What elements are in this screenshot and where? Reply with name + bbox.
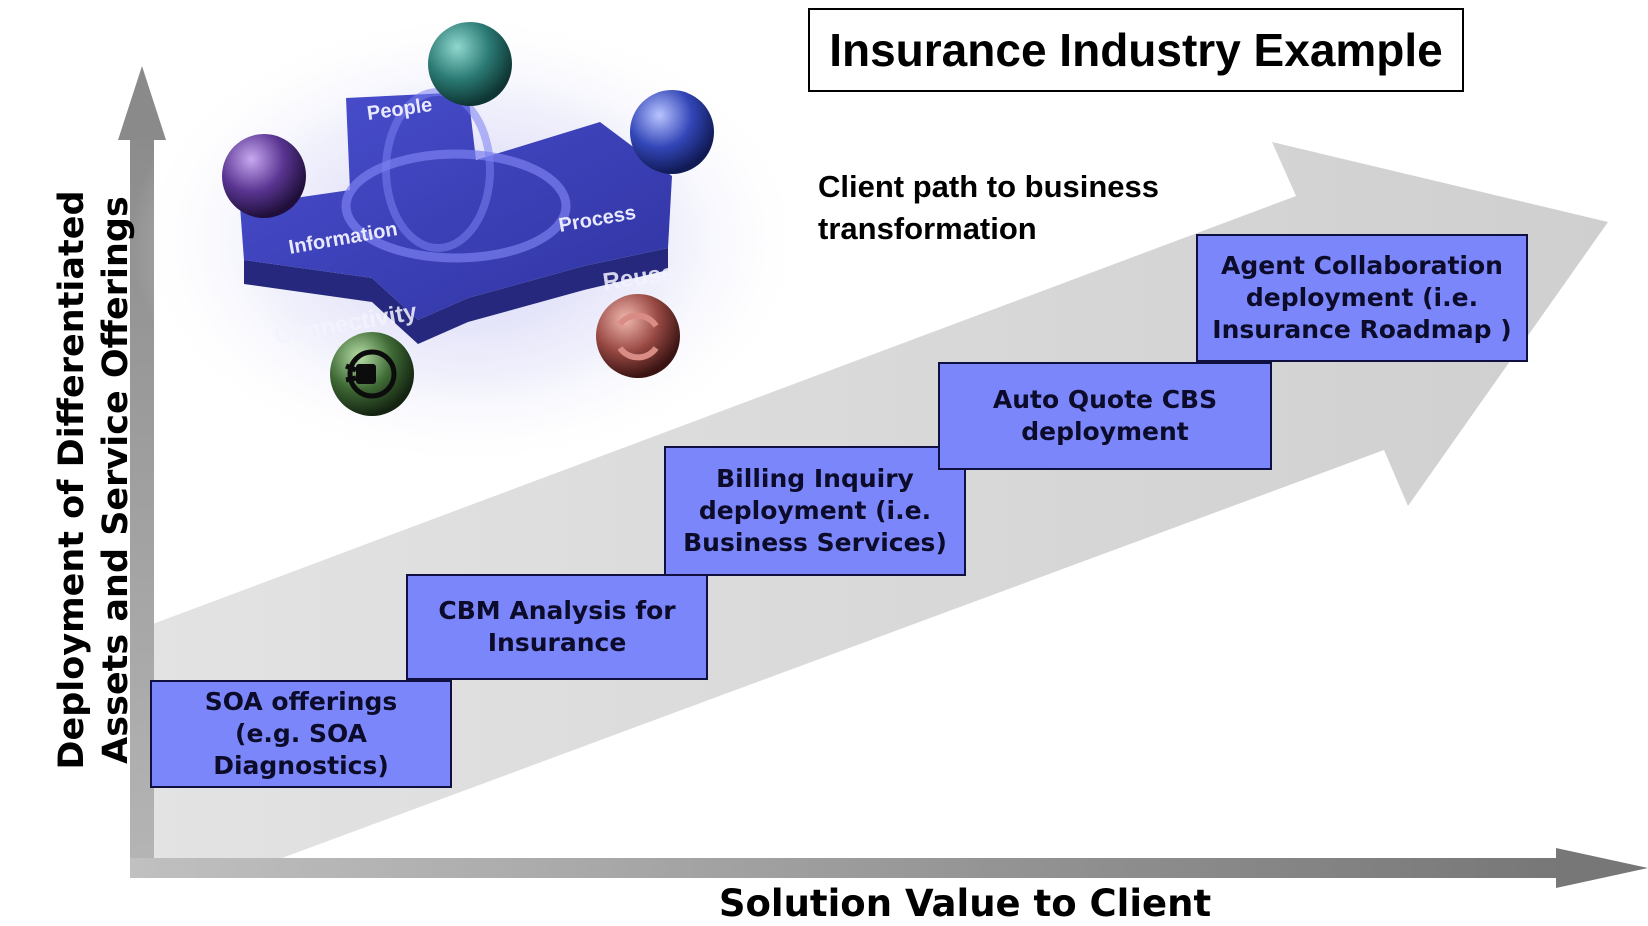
x-axis-arrow — [130, 848, 1648, 888]
step-box-5-text: Agent Collaboration deployment (i.e. Ins… — [1212, 251, 1512, 344]
plug-icon — [345, 349, 397, 399]
step-box-2: CBM Analysis for Insurance — [406, 574, 708, 680]
information-sphere-icon — [222, 134, 306, 218]
step-box-2-text: CBM Analysis for Insurance — [438, 596, 676, 657]
process-sphere-icon — [630, 90, 714, 174]
step-box-4: Auto Quote CBS deployment — [938, 362, 1272, 470]
y-axis-label: Deployment of Differentiated Assets and … — [50, 160, 138, 800]
people-sphere-icon — [428, 22, 512, 106]
recycle-arrows-icon — [617, 312, 659, 361]
title-box: Insurance Industry Example — [808, 8, 1464, 92]
y-axis-label-line-2: Assets and Service Offerings — [96, 196, 136, 764]
y-axis-label-line-1: Deployment of Differentiated — [52, 190, 92, 770]
step-box-4-text: Auto Quote CBS deployment — [992, 385, 1218, 446]
soa-graphic: People Information Process Reuse Connect… — [130, 10, 810, 470]
step-box-5: Agent Collaboration deployment (i.e. Ins… — [1196, 234, 1528, 362]
reuse-sphere-icon — [596, 294, 680, 378]
x-axis-label: Solution Value to Client — [718, 882, 1212, 925]
step-box-1-text: SOA offerings (e.g. SOA Diagnostics) — [204, 687, 398, 780]
step-box-3: Billing Inquiry deployment (i.e. Busines… — [664, 446, 966, 576]
puzzle-piece — [240, 88, 672, 344]
step-box-1: SOA offerings (e.g. SOA Diagnostics) — [150, 680, 452, 788]
step-box-3-text: Billing Inquiry deployment (i.e. Busines… — [683, 464, 947, 557]
transformation-caption: Client path to business transformation — [818, 169, 1160, 246]
page-title: Insurance Industry Example — [829, 24, 1443, 76]
